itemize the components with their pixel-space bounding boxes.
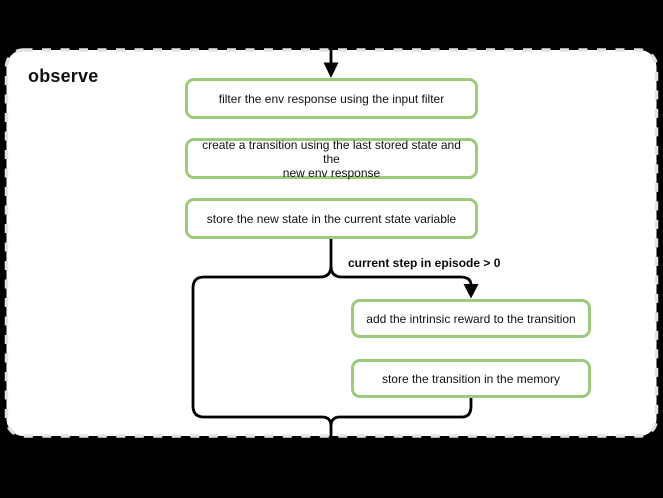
group-title-observe: observe [28,66,99,86]
arrowhead-into-add-reward-box [463,284,479,299]
flow-node-add-intrinsic-reward[interactable]: add the intrinsic reward to the transiti… [351,299,591,338]
connector-else-branch [191,239,333,452]
branch-condition-label: current step in episode > 0 [348,256,501,270]
flow-node-store-new-state[interactable]: store the new state in the current state… [185,198,478,239]
flow-node-create-transition[interactable]: create a transition using the last store… [185,138,478,180]
connector-condition-branch [329,265,473,286]
flow-node-filter-env-response[interactable]: filter the env response using the input … [185,78,478,119]
arrowhead-into-filter-box [323,62,339,78]
flow-node-store-transition[interactable]: store the transition in the memory [351,359,591,398]
connector-store-transition-exit [329,398,473,427]
